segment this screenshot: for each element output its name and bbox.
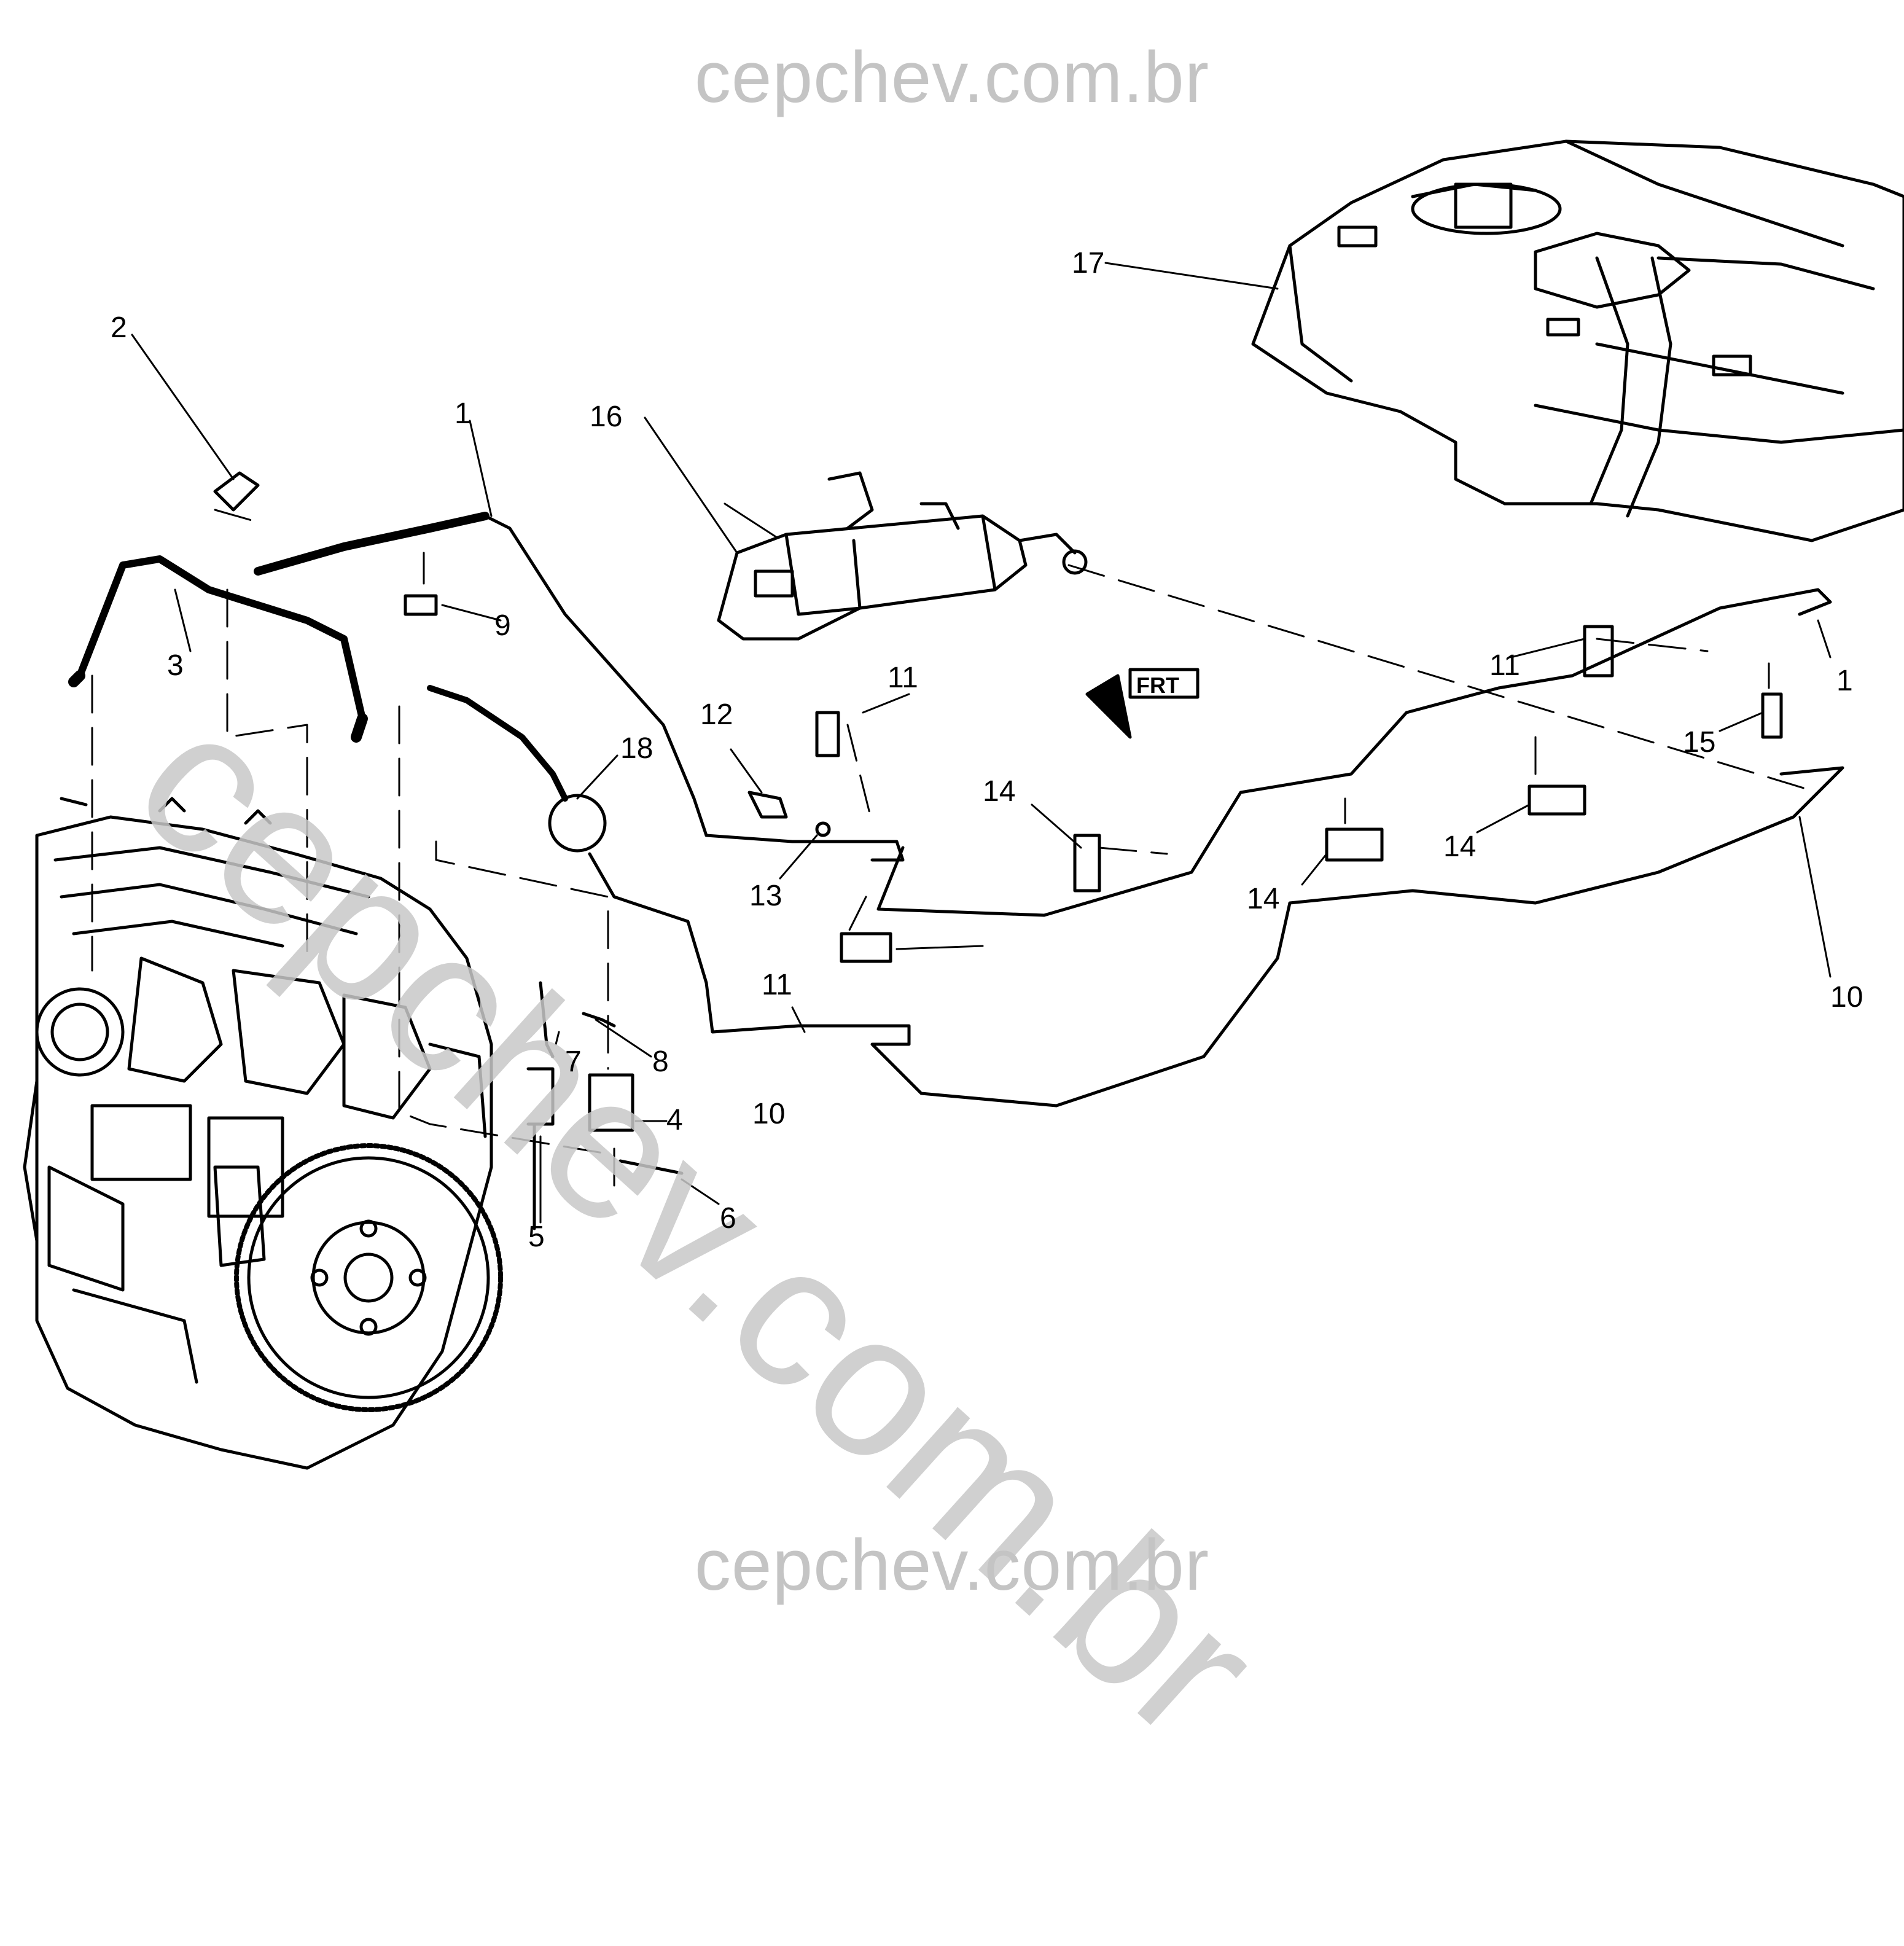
callout-8: 8 xyxy=(652,1045,669,1078)
callout-11-upper: 11 xyxy=(888,662,918,694)
callout-12: 12 xyxy=(700,698,733,731)
callout-13: 13 xyxy=(749,880,782,912)
assembly-guide-lines xyxy=(91,509,1819,1199)
callout-10-lower: 10 xyxy=(752,1098,786,1130)
evap-pipe-1 xyxy=(254,512,1832,917)
callout-11-right: 11 xyxy=(1489,649,1520,682)
callout-5: 5 xyxy=(528,1221,545,1253)
callout-1-right: 1 xyxy=(1836,665,1853,697)
callout-6: 6 xyxy=(720,1202,736,1235)
exploded-parts-diagram: FRT xyxy=(23,139,1904,1470)
engine-assembly xyxy=(23,797,493,1470)
callout-18: 18 xyxy=(620,732,654,765)
fuel-tank xyxy=(1251,139,1904,542)
fuel-pipe-10 xyxy=(427,685,1844,1108)
leader-lines xyxy=(131,262,1832,1224)
callout-4: 4 xyxy=(666,1104,683,1136)
callout-7: 7 xyxy=(565,1045,582,1078)
callout-10-right: 10 xyxy=(1830,981,1863,1014)
callout-2: 2 xyxy=(111,311,127,344)
flywheel xyxy=(234,1143,503,1412)
callout-14-middle: 14 xyxy=(1247,883,1280,915)
callout-16: 16 xyxy=(590,401,623,433)
callout-14-left: 14 xyxy=(983,775,1016,808)
callout-14-right: 14 xyxy=(1443,830,1477,863)
front-arrow-icon xyxy=(1085,668,1200,739)
hose-3 xyxy=(68,555,368,743)
misc-parts xyxy=(213,471,831,837)
watermark-top: cepchev.com.br xyxy=(694,37,1210,118)
callout-17: 17 xyxy=(1072,247,1105,279)
watermark-bottom: cepchev.com.br xyxy=(694,1525,1210,1606)
callout-3: 3 xyxy=(167,649,184,682)
callout-1-upper: 1 xyxy=(455,397,471,430)
evap-canister xyxy=(717,471,1088,641)
callout-9: 9 xyxy=(494,609,511,642)
callout-11-lower: 11 xyxy=(762,969,792,1001)
clips xyxy=(404,594,1783,963)
callout-15: 15 xyxy=(1683,726,1716,759)
front-indicator-label: FRT xyxy=(1136,673,1179,698)
